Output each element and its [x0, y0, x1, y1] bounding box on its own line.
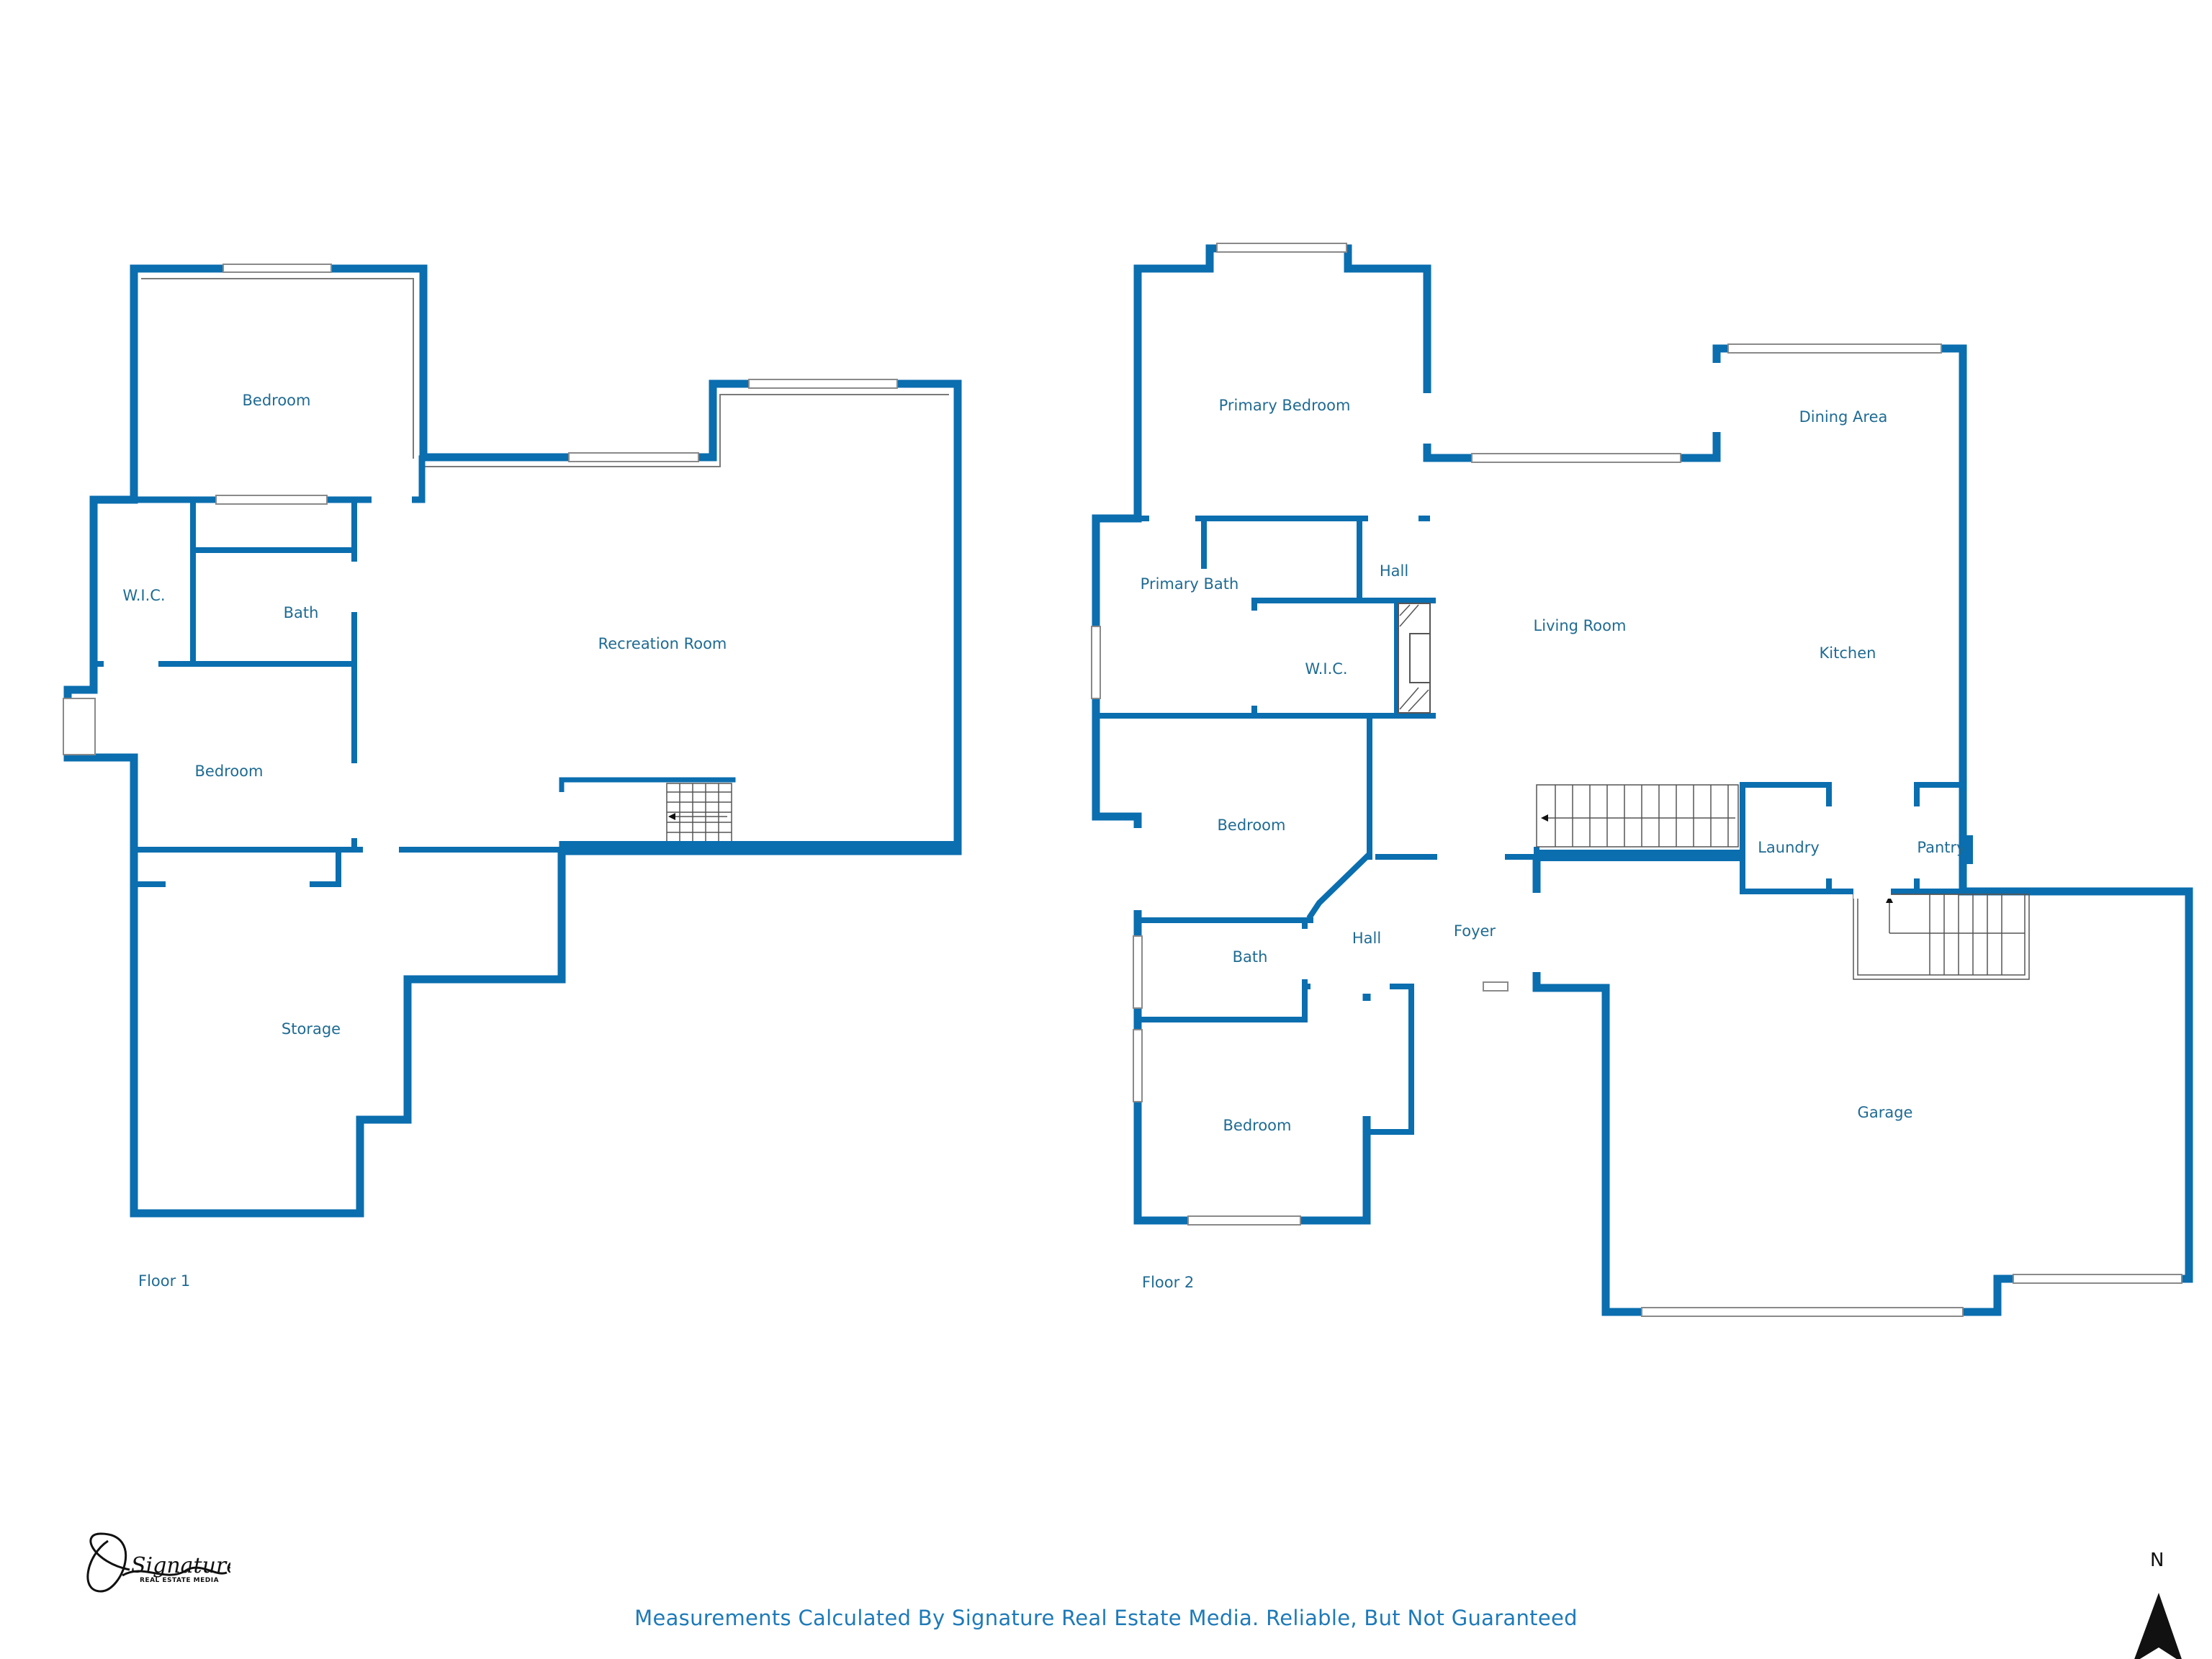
room-label-wic: W.I.C.: [122, 587, 165, 604]
room-label-bath-2: Bath: [1233, 948, 1268, 966]
room-label-bedroom-a: Bedroom: [1218, 817, 1286, 834]
room-label-primary-bedroom: Primary Bedroom: [1219, 397, 1351, 414]
room-label-primary-bath: Primary Bath: [1141, 575, 1239, 593]
room-label-wic-2: W.I.C.: [1305, 660, 1347, 678]
room-label-kitchen: Kitchen: [1820, 644, 1876, 662]
floor-2-plan: [1091, 243, 2193, 1319]
room-label-dining-area: Dining Area: [1799, 408, 1888, 426]
north-label: N: [2150, 1550, 2164, 1571]
room-label-hall-mid: Hall: [1352, 930, 1381, 947]
room-label-bedroom-mid: Bedroom: [195, 763, 264, 780]
footer-disclaimer: Measurements Calculated By Signature Rea…: [634, 1606, 1578, 1630]
room-label-garage: Garage: [1858, 1104, 1913, 1121]
north-arrow-icon: [2134, 1593, 2182, 1659]
room-label-bedroom: Bedroom: [243, 392, 311, 409]
room-label-laundry: Laundry: [1758, 839, 1820, 856]
logo-subtitle: REAL ESTATE MEDIA: [140, 1577, 220, 1584]
room-label-foyer: Foyer: [1454, 922, 1496, 940]
room-label-recreation-room: Recreation Room: [598, 635, 727, 652]
room-label-bedroom-b: Bedroom: [1223, 1117, 1292, 1134]
floor-1-plan: [63, 264, 962, 1218]
logo-script-text: Signature: [131, 1553, 230, 1578]
signature-logo-icon: Signature: [86, 1532, 230, 1593]
room-label-storage: Storage: [282, 1020, 341, 1038]
room-label-pantry: Pantry: [1917, 839, 1965, 856]
floor-1-label: Floor 1: [138, 1272, 190, 1290]
room-label-hall: Hall: [1380, 562, 1408, 580]
room-label-bath: Bath: [284, 604, 319, 621]
room-label-living-room: Living Room: [1534, 617, 1627, 634]
floor-2-label: Floor 2: [1142, 1274, 1194, 1291]
